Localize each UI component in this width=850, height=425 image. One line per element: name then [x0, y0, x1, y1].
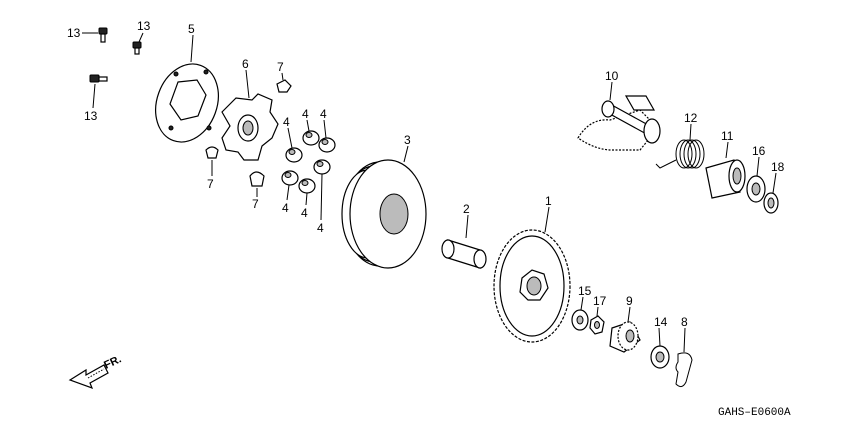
reference-code: GAHS–E0600A [718, 407, 791, 419]
roller-4-f [298, 178, 316, 194]
roller-4-a [285, 147, 303, 163]
spindle-10 [577, 95, 661, 151]
slider-7-bottom [249, 171, 265, 187]
bolt-13-upper-left [98, 27, 108, 43]
washer-16 [746, 175, 766, 203]
bolt-13-upper [132, 41, 142, 55]
roller-4-b [302, 130, 320, 146]
clip-8 [675, 352, 693, 388]
callout-4: 4 [320, 107, 327, 121]
callout-13: 13 [67, 26, 81, 40]
washer-15 [571, 309, 589, 331]
callout-12: 12 [684, 111, 698, 125]
circlip-18 [763, 192, 779, 214]
callout-8: 8 [681, 315, 688, 329]
plate-5 [155, 63, 219, 143]
callout-7: 7 [207, 177, 214, 191]
callout-14: 14 [654, 315, 668, 329]
callout-2: 2 [463, 202, 470, 216]
callout-15: 15 [578, 284, 592, 298]
callout-18: 18 [771, 160, 785, 174]
callout-3: 3 [404, 133, 411, 147]
callout-13: 13 [137, 19, 151, 33]
bushing-11 [705, 159, 746, 199]
nut-17 [589, 315, 605, 335]
callout-4: 4 [283, 115, 290, 129]
roller-4-c [318, 137, 336, 153]
callout-4: 4 [301, 206, 308, 220]
slider-7-top [276, 79, 292, 93]
collar-2 [441, 239, 487, 269]
front-direction-label: FR. [102, 353, 123, 371]
pulley-3 [341, 159, 427, 269]
pinion-9 [609, 321, 641, 353]
callout-16: 16 [752, 144, 766, 158]
callout-4: 4 [302, 107, 309, 121]
spring-12 [655, 139, 705, 169]
washer-14 [650, 345, 670, 369]
callout-17: 17 [593, 294, 607, 308]
driven-gear-1 [493, 229, 571, 343]
callout-13: 13 [84, 109, 98, 123]
callout-7: 7 [277, 60, 284, 74]
callout-6: 6 [242, 57, 249, 71]
ramp-plate-6 [221, 93, 279, 161]
callout-11: 11 [721, 129, 734, 143]
roller-4-e [281, 170, 299, 186]
front-direction-arrow-icon [68, 364, 109, 390]
callout-7: 7 [252, 197, 259, 211]
callout-4: 4 [317, 221, 324, 235]
bolt-13-lower [89, 74, 108, 83]
slider-7-left [205, 146, 219, 159]
roller-4-d [313, 159, 331, 175]
callout-9: 9 [626, 294, 633, 308]
callout-10: 10 [605, 69, 619, 83]
callout-4: 4 [282, 201, 289, 215]
callout-1: 1 [545, 194, 552, 208]
callout-5: 5 [188, 22, 195, 36]
